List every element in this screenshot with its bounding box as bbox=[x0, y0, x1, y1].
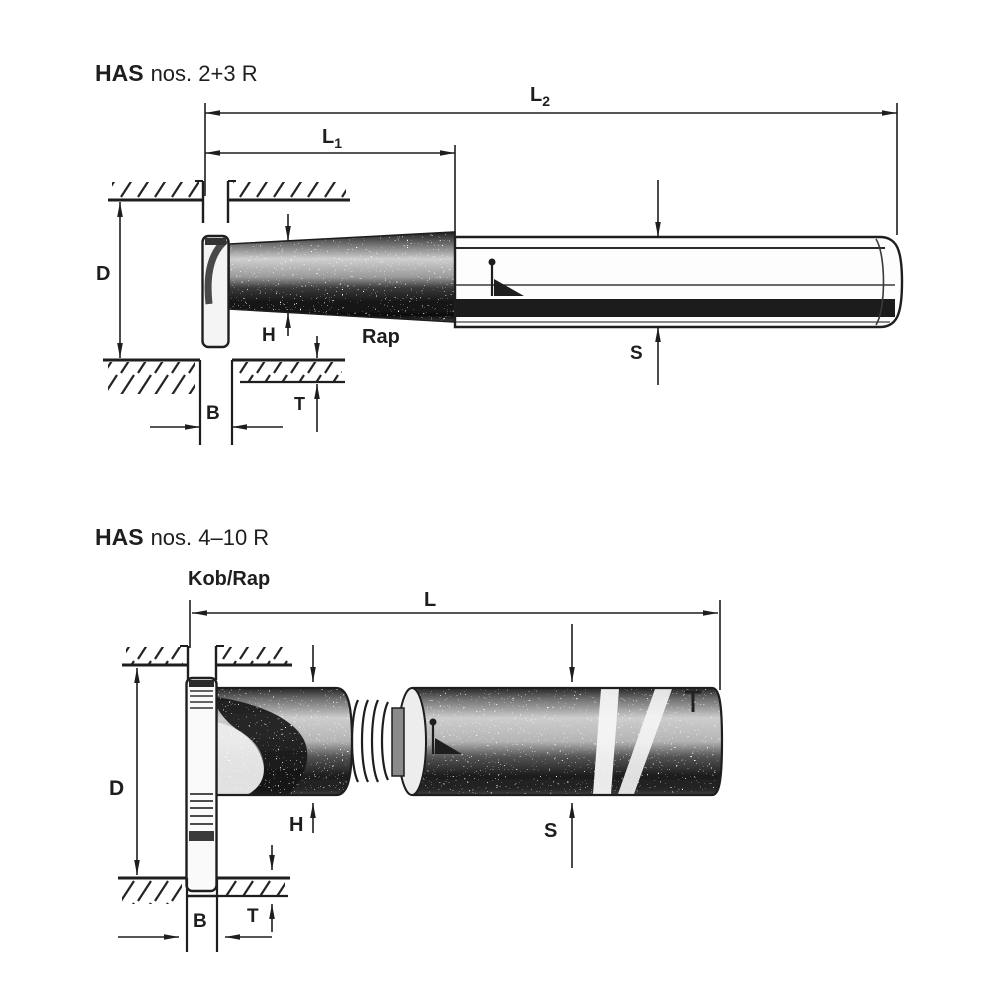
dim-label-s: S bbox=[544, 820, 557, 842]
dimension-s: S bbox=[544, 624, 575, 868]
shank-outline bbox=[412, 686, 724, 797]
figure2-has-4-10r: HAS nos. 4–10 R Kob/Rap bbox=[95, 524, 724, 952]
rotation-flag-marker bbox=[488, 258, 524, 296]
label-rap: Rap bbox=[362, 326, 400, 348]
dimension-h: H bbox=[289, 645, 316, 836]
dimension-b: B bbox=[118, 911, 272, 940]
hatch-band bbox=[112, 182, 199, 200]
rotation-flag-marker bbox=[429, 718, 462, 754]
dim-label-l2: L2 bbox=[530, 84, 550, 109]
dim-label-h: H bbox=[289, 814, 303, 836]
shank-tab-mark bbox=[685, 690, 701, 712]
disc-striations-bottom bbox=[190, 793, 213, 825]
dim-label-t: T bbox=[294, 394, 305, 414]
dimension-b: B bbox=[150, 403, 283, 430]
hatch-band bbox=[122, 880, 182, 904]
cutter-disc bbox=[185, 676, 218, 893]
thread-arc bbox=[350, 699, 360, 783]
flag-pin-icon bbox=[429, 718, 437, 726]
top-plate bbox=[108, 180, 350, 223]
figure1-title-rest: nos. 2+3 R bbox=[151, 61, 258, 86]
top-plate bbox=[122, 645, 292, 680]
shank-end-cap-line bbox=[875, 238, 885, 326]
dim-label-b: B bbox=[193, 911, 207, 932]
dim-label-d: D bbox=[96, 263, 110, 285]
hatch-band bbox=[108, 362, 195, 394]
shank-detail-lines bbox=[455, 247, 895, 323]
thread-connector bbox=[391, 707, 405, 777]
dimension-d: D bbox=[96, 202, 123, 358]
label-kob-rap: Kob/Rap bbox=[188, 568, 270, 590]
dimension-l2: L2 bbox=[204, 84, 898, 235]
dimension-s: S bbox=[630, 180, 661, 385]
disc-top-shade bbox=[189, 680, 214, 687]
flag-triangle-icon bbox=[435, 738, 462, 754]
shank-dark-band bbox=[455, 299, 895, 317]
bottom-plate bbox=[118, 876, 290, 952]
thread-arc bbox=[360, 699, 370, 783]
flute-shadow bbox=[216, 697, 308, 795]
shank bbox=[453, 235, 904, 329]
disc-band-shade bbox=[189, 831, 214, 841]
dim-label-t: T bbox=[247, 906, 259, 927]
thread-arc bbox=[370, 699, 380, 783]
bottom-plate bbox=[103, 358, 345, 445]
flag-pin-icon bbox=[488, 258, 496, 266]
figure1-textured-parts bbox=[229, 232, 455, 322]
cutter-disc-body bbox=[185, 676, 218, 893]
shank-body bbox=[412, 688, 722, 795]
disc-striations-top bbox=[190, 690, 213, 709]
dimension-l1: L1 bbox=[205, 126, 456, 237]
cutter-neck bbox=[229, 232, 455, 322]
dim-label-l1: L1 bbox=[322, 126, 342, 151]
thread-arc bbox=[380, 701, 389, 781]
dimension-l: L bbox=[189, 589, 721, 690]
figure2-title: HAS nos. 4–10 R bbox=[95, 524, 269, 550]
shank-reflection-band bbox=[593, 689, 619, 794]
flag-triangle-icon bbox=[494, 279, 524, 296]
hatch-band bbox=[233, 182, 346, 200]
hatch-band bbox=[221, 880, 285, 895]
figure2-title-bold: HAS bbox=[95, 524, 144, 550]
figure2-textured-parts bbox=[216, 688, 722, 795]
dimension-t: T bbox=[247, 845, 275, 932]
dim-label-l: L bbox=[424, 589, 436, 611]
dimension-h: H bbox=[262, 214, 291, 346]
flute-gullet bbox=[216, 722, 264, 795]
figure1-title-bold: HAS bbox=[95, 60, 144, 86]
figure2-title-rest: nos. 4–10 R bbox=[151, 525, 270, 550]
cutter-head-top-shade bbox=[205, 238, 226, 245]
shank-spiral-band bbox=[618, 689, 672, 794]
dimension-t: T bbox=[294, 336, 320, 432]
hatch-band bbox=[238, 362, 342, 381]
figure1-title: HAS nos. 2+3 R bbox=[95, 60, 258, 86]
cutter-head bbox=[201, 234, 230, 349]
dim-label-s: S bbox=[630, 343, 643, 364]
thread-break-symbol bbox=[350, 699, 405, 783]
dim-label-d: D bbox=[109, 777, 124, 800]
figure1-has-2-3r: HAS nos. 2+3 R bbox=[95, 60, 904, 445]
dimension-d: D bbox=[109, 668, 140, 875]
dim-label-b: B bbox=[206, 403, 220, 424]
hatch-band bbox=[126, 647, 183, 665]
hatch-band bbox=[221, 647, 289, 665]
dim-label-h: H bbox=[262, 325, 276, 346]
